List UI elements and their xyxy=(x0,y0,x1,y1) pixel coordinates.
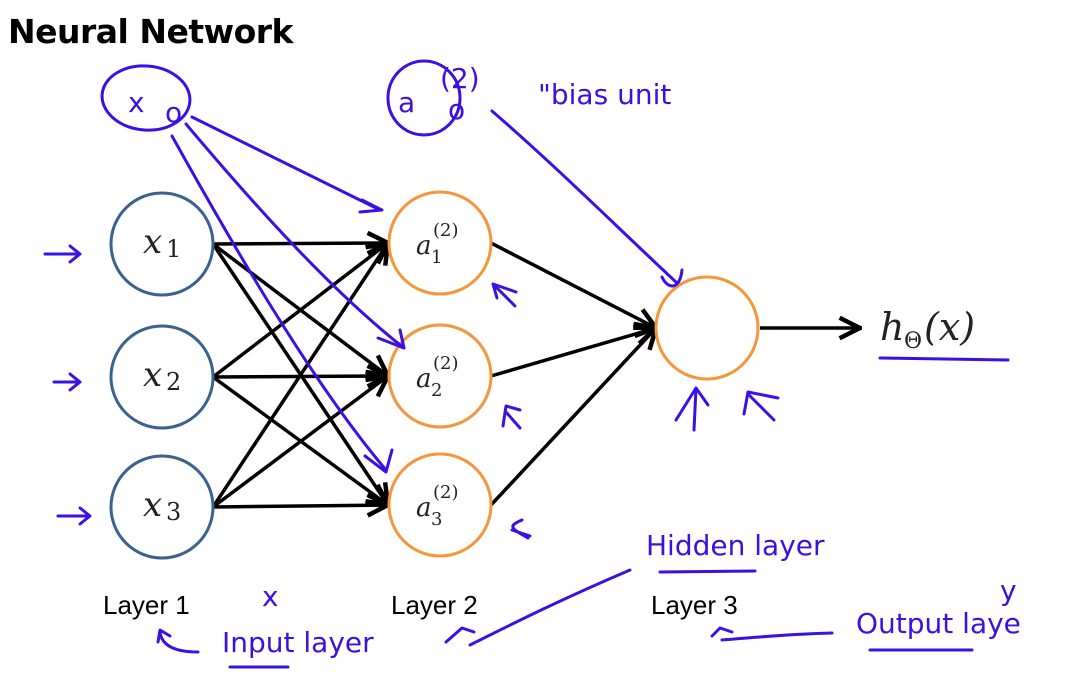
layer-1-node-2: x 2 xyxy=(109,324,215,430)
node-label-base: a xyxy=(416,364,432,394)
bias-unit-note: "bias unit xyxy=(538,78,671,111)
up-arrow-icon xyxy=(742,390,780,422)
layer-2-label: Layer 2 xyxy=(391,590,478,620)
output-symbol: y xyxy=(1000,574,1017,607)
input-arrow-icon xyxy=(52,372,82,392)
left-arrow-icon xyxy=(510,518,532,540)
output-h: h xyxy=(880,305,904,349)
node-label-base: x xyxy=(143,355,162,395)
input-symbol: x xyxy=(262,580,279,613)
output-hypothesis-label: h Θ (x) xyxy=(880,305,975,354)
edges-layer2-to-layer3 xyxy=(489,241,656,507)
bias-input-sub: o xyxy=(165,96,182,129)
bias-arrow-to-output xyxy=(490,109,679,285)
node-label-sup: (2) xyxy=(433,353,459,374)
node-label-base: x xyxy=(143,222,162,262)
arrow-head-icon xyxy=(376,328,406,350)
layer-3-label: Layer 3 xyxy=(651,590,738,620)
output-theta: Θ xyxy=(904,329,922,354)
input-layer-note: Input layer xyxy=(222,626,374,659)
layer-2-node-2: a (2) 2 xyxy=(387,323,493,429)
layer-3-node-1 xyxy=(654,275,760,381)
up-arrow-icon xyxy=(491,282,518,308)
layer-2-node-3: a (2) 3 xyxy=(387,452,493,558)
annotations: x o a (2) o "bias unit x xyxy=(43,59,1021,669)
output-arg: (x) xyxy=(924,305,975,349)
node-label-sub: 2 xyxy=(431,380,442,401)
page-title: Neural Network xyxy=(8,12,294,51)
input-arrow-icon xyxy=(56,506,92,526)
hidden-layer-note: Hidden layer xyxy=(646,529,825,562)
bias-input-unit: x o xyxy=(100,64,192,132)
layer-1-label: Layer 1 xyxy=(103,590,190,620)
underline xyxy=(658,569,757,574)
output-layer-note: Output laye xyxy=(856,607,1021,640)
node-label-sup: (2) xyxy=(433,220,459,241)
output-layer-arrow xyxy=(710,626,834,642)
edge-x3-to-a2 xyxy=(211,376,388,509)
node-label-sub: 1 xyxy=(166,235,181,263)
node-label-sub: 3 xyxy=(431,509,442,530)
left-arrow-icon xyxy=(156,628,200,654)
edge-x2-to-a1 xyxy=(211,243,388,379)
hidden-layer-arrow xyxy=(444,568,632,647)
edges-layer1-to-layer2 xyxy=(211,243,388,509)
input-arrow-icon xyxy=(43,244,82,264)
edge-a2-to-output xyxy=(490,328,656,378)
node-label-sub: 3 xyxy=(166,498,181,526)
edge-x3-to-a1 xyxy=(211,243,388,508)
node-label-base: a xyxy=(416,493,432,523)
node-label-sub: 2 xyxy=(166,368,181,396)
edge-a3-to-output xyxy=(489,328,656,507)
layer-1-node-3: x 3 xyxy=(109,454,215,560)
edge-x1-to-a1 xyxy=(212,243,388,244)
edge-a1-to-output xyxy=(490,241,656,328)
bias-arrow-to-a1 xyxy=(190,115,382,212)
up-arrow-icon xyxy=(501,404,522,430)
bias-hidden-unit: a (2) o xyxy=(386,59,480,137)
output-underline xyxy=(878,356,1010,362)
bias-hidden-base: a xyxy=(398,86,415,119)
layer-1-node-1: x 1 xyxy=(109,191,215,297)
node-label-base: x xyxy=(143,485,162,525)
edge-x3-to-a3 xyxy=(212,505,388,507)
arrow-head-icon xyxy=(660,268,684,288)
arrow-head-icon xyxy=(358,198,384,214)
arrow-head-icon xyxy=(363,448,394,474)
node-label-sub: 1 xyxy=(431,247,442,268)
layer-2-node-1: a (2) 1 xyxy=(387,190,493,296)
node-label-sup: (2) xyxy=(433,482,459,503)
bias-hidden-sup: (2) xyxy=(440,62,480,95)
node-label-base: a xyxy=(416,231,432,261)
bias-hidden-sub: o xyxy=(448,93,465,126)
up-arrow-icon xyxy=(674,386,710,432)
bias-input-base: x xyxy=(128,86,145,119)
